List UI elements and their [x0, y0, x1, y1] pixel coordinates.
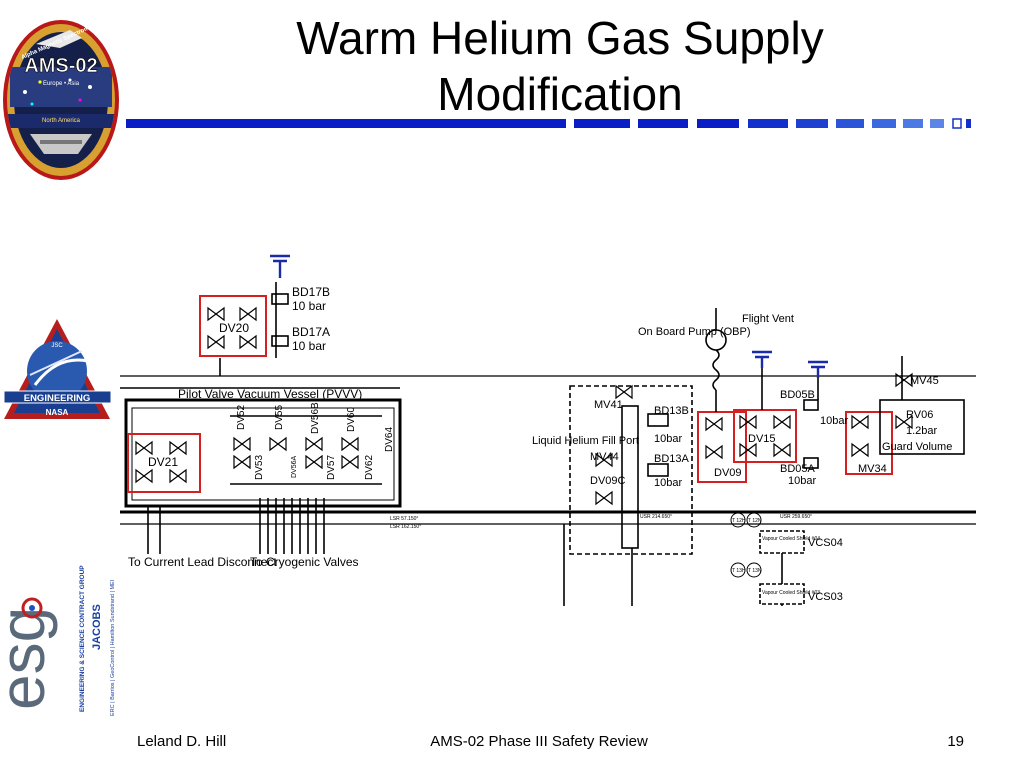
footer-presentation-title: AMS-02 Phase III Safety Review [430, 733, 648, 750]
ams-logo-name: AMS-02 [24, 55, 97, 77]
dv-label: DV62 [364, 455, 375, 480]
mv45-label: MV45 [910, 375, 939, 387]
slide-title: Warm Helium Gas Supply Modification [296, 12, 824, 120]
usr-label: USR 214.650° [640, 514, 672, 520]
mv44-label: MV44 [590, 451, 619, 463]
lsr-label: LSR 162.150° [390, 524, 421, 530]
mv41-label: MV41 [594, 399, 623, 411]
current-lead-label: To Current Lead Disconnect [128, 555, 277, 569]
dv09c-label: DV09C [590, 475, 626, 487]
bd13b-label: BD13B [654, 405, 689, 417]
dv-label: DV64 [384, 427, 395, 452]
obp-label: On Board Pump (OBP) [638, 326, 751, 338]
ams-02-logo: AMS-02 Europe • Asia North America Alpha… [3, 20, 119, 180]
eng-logo-top: JSC [51, 343, 63, 349]
helium-supply-schematic: BD17B 10 bar BD17A 10 bar DV20 Pilot Val… [120, 248, 976, 606]
eng-logo-bottom: NASA [46, 408, 69, 417]
title-decor-bar [126, 118, 971, 129]
bd13a-pressure: 10bar [654, 477, 682, 489]
dv-label: DV55 [274, 405, 285, 430]
bd05b-label: BD05B [780, 389, 815, 401]
dv09-label: DV09 [714, 467, 742, 479]
rv06-pressure: 1.2bar [906, 425, 938, 437]
cryo-valves-label: To Cryogenic Valves [250, 555, 359, 569]
temp-sensor-label: T 13H [732, 568, 746, 574]
dv-label: DV56B [310, 402, 321, 434]
vcs03-label: VCS03 [808, 591, 843, 603]
guard-volume-label: Guard Volume [882, 441, 952, 453]
dv-label: DV60 [346, 407, 357, 432]
bd17b-pressure: 10 bar [292, 299, 326, 313]
pvvv-label: Pilot Valve Vacuum Vessel (PVVV) [178, 387, 362, 401]
dv15-label: DV15 [748, 433, 776, 445]
ams-logo-band2: North America [42, 118, 81, 124]
esg-logo-jacobs: JACOBS [91, 604, 103, 650]
esg-logo-text: esg [0, 607, 58, 710]
mv34-label: MV34 [858, 463, 887, 475]
dv-label: DV53 [254, 455, 265, 480]
dv21-label: DV21 [148, 455, 178, 469]
bd17b-label: BD17B [292, 285, 330, 299]
temp-sensor-label: T 12N [748, 518, 762, 524]
vcs-shield-label: Vapour Cooled Shield #03 [762, 590, 820, 596]
eng-logo-banner: ENGINEERING [24, 393, 91, 404]
dv-label: DV56A [291, 455, 298, 478]
esg-logo-group: ENGINEERING & SCIENCE CONTRACT GROUP [79, 565, 86, 712]
esg-logo-partners: ERC | Barrios | GeoControl | Hamilton Su… [110, 579, 116, 716]
esg-jacobs-logo: esg ENGINEERING & SCIENCE CONTRACT GROUP… [0, 565, 116, 716]
rv06-label: RV06 [906, 409, 933, 421]
flight-vent-label: Flight Vent [742, 313, 794, 325]
dv20-label: DV20 [219, 321, 249, 335]
usr-label: USR 259.650° [780, 514, 812, 520]
bd17a-label: BD17A [292, 325, 330, 339]
bd05a-pressure: 10bar [788, 475, 816, 487]
vcs-shield-label: Vapour Cooled Shield #04 [762, 536, 820, 542]
dv-label: DV57 [326, 455, 337, 480]
fill-port-label: Liquid Helium Fill Port [532, 435, 639, 447]
footer-page-number: 19 [947, 733, 964, 750]
vcs04-label: VCS04 [808, 537, 843, 549]
ams-logo-band1: Europe • Asia [43, 81, 80, 87]
bd05a-label: BD05A [780, 463, 816, 475]
dv-label: DV52 [236, 405, 247, 430]
footer-author: Leland D. Hill [137, 733, 227, 750]
bd05b-pressure: 10bar [820, 415, 848, 427]
temp-sensor-label: T 13N [748, 568, 762, 574]
lsr-label: LSR 57.150° [390, 516, 418, 522]
temp-sensor-label: T 12H [732, 518, 746, 524]
bd17a-pressure: 10 bar [292, 339, 326, 353]
jsc-engineering-logo: JSC ENGINEERING NASA [3, 319, 112, 419]
bd13a-label: BD13A [654, 453, 690, 465]
bd13b-pressure: 10bar [654, 433, 682, 445]
